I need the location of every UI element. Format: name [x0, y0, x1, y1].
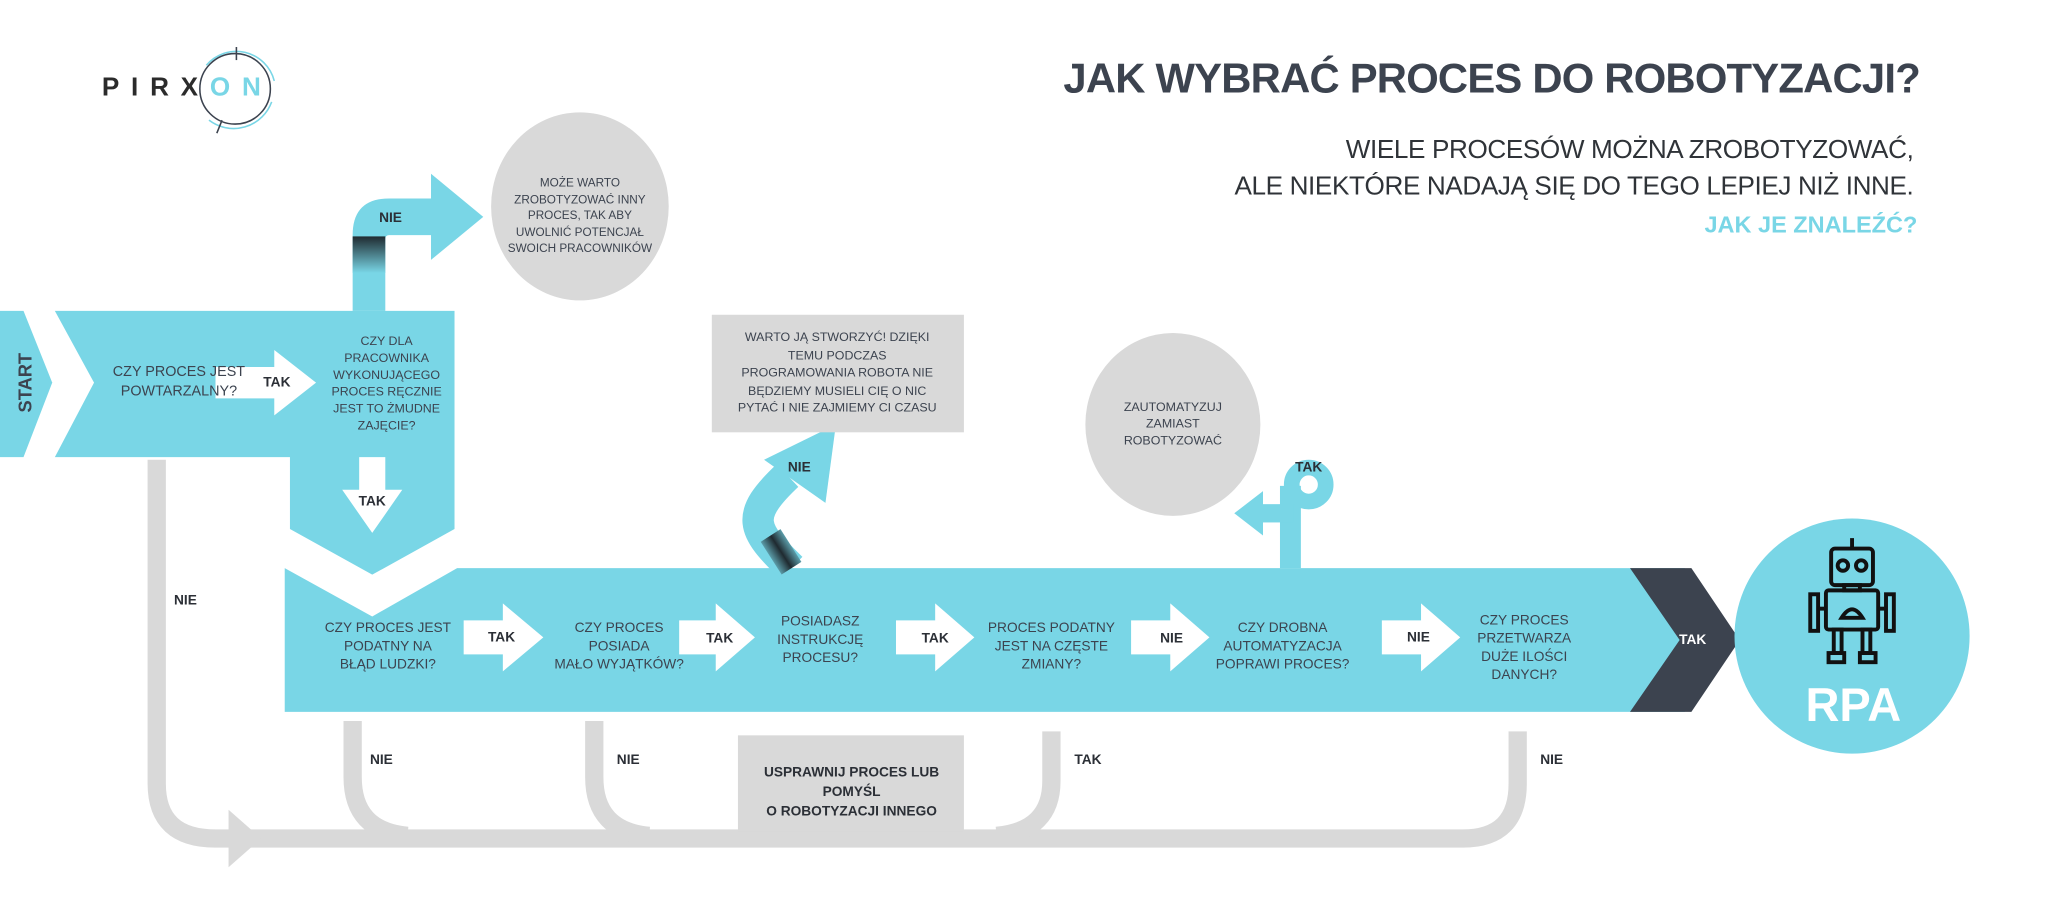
subtitle-line-1: WIELE PROCESÓW MOŻNA ZROBOTYZOWAĆ, — [1345, 135, 1914, 165]
label-nie-return-8: NIE — [1540, 752, 1564, 768]
stage-1-box — [54, 310, 455, 575]
label-tak-return-6: TAK — [1074, 752, 1102, 768]
label-nie-6: NIE — [1160, 630, 1184, 647]
question-human-error: CZY PROCES JEST PODATNY NA BŁĄD LUDZKI? — [324, 620, 452, 673]
logo-text: PIRX — [101, 73, 210, 102]
curved-arrow-shadow — [760, 529, 802, 575]
stage-2-band — [284, 568, 1685, 712]
subtitle-line-2: ALE NIEKTÓRE NADAJĄ SIĘ DO TEGO LEPIEJ N… — [1234, 172, 1914, 202]
logo-text-accent: ON — [209, 73, 273, 102]
automate-circle — [1085, 333, 1261, 516]
label-tak-4: TAK — [706, 630, 734, 647]
instruction-box — [711, 314, 964, 433]
subtitle-cta: JAK JE ZNALEŹĆ? — [1704, 211, 1918, 238]
question-instruction: POSIADASZ INSTRUKCJĘ PROCESU? — [777, 613, 864, 667]
question-small-automation: CZY DROBNA AUTOMATYZACJA POPRAWI PROCES? — [1215, 620, 1350, 673]
arrow-5 — [895, 603, 975, 672]
return-arrowhead-icon — [228, 809, 262, 868]
tak-loop-arrow — [1234, 459, 1334, 569]
label-tak-1: TAK — [263, 374, 291, 391]
tak-arrow-1 — [215, 350, 317, 416]
rpa-circle — [1734, 518, 1970, 754]
start-label: START — [14, 352, 36, 413]
logo-mark — [199, 47, 276, 134]
label-nie-7: NIE — [1406, 629, 1430, 646]
return-lines — [147, 459, 1527, 848]
question-few-exceptions: CZY PROCES POSIADA MAŁO WYJĄTKÓW? — [554, 620, 684, 673]
pirxon-logo[interactable]: PIRXON — [102, 73, 273, 103]
label-tak-2: TAK — [358, 493, 386, 510]
page-title: JAK WYBRAĆ PROCES DO ROBOTYZACJI? — [1063, 54, 1920, 102]
question-large-data: CZY PROCES PRZETWARZA DUŻE ILOŚCI DANYCH… — [1477, 612, 1572, 684]
label-nie-2: NIE — [379, 210, 402, 226]
label-nie-return-1: NIE — [174, 592, 197, 609]
question-frequent-changes: PROCES PODATNY JEST NA CZĘSTE ZMIANY? — [987, 620, 1115, 673]
label-tak-3: TAK — [487, 629, 516, 646]
outcome-create-instruction: WARTO JĄ STWORZYĆ! DZIĘKI TEMU PODCZAS P… — [737, 330, 937, 416]
nie-arrow-up — [352, 173, 484, 311]
label-nie-return-4: NIE — [616, 752, 640, 768]
rpa-label: RPA — [1805, 677, 1902, 732]
question-repetitive: CZY PROCES JEST POWTARZALNY? — [112, 364, 246, 400]
robot-icon — [1808, 538, 1896, 665]
improve-box — [737, 735, 964, 832]
nie-arrow-shadow — [352, 236, 386, 273]
outcome-automate: ZAUTOMATYZUJ ZAMIAST ROBOTYZOWAĆ — [1123, 400, 1222, 449]
tak-arrow-down — [342, 457, 403, 533]
arrow-4 — [679, 603, 755, 672]
label-nie-5: NIE — [787, 459, 811, 476]
label-nie-return-3: NIE — [369, 752, 393, 768]
curved-arrowhead-icon — [764, 424, 836, 503]
question-tedious: CZY DLA PRACOWNIKA WYKONUJĄCEGO PROCES R… — [331, 334, 442, 434]
outcome-improve: USPRAWNIJ PROCES LUB POMYŚL O ROBOTYZACJ… — [763, 764, 940, 820]
other-process-circle — [491, 112, 669, 301]
final-chevron — [1630, 568, 1740, 712]
outcome-other-process: MOŻE WARTO ZROBOTYZOWAĆ INNY PROCES, TAK… — [507, 175, 653, 255]
label-tak-5: TAK — [921, 630, 949, 647]
start-chevron — [0, 310, 53, 458]
arrow-3 — [463, 603, 544, 672]
label-tak-7: TAK — [1295, 459, 1323, 476]
arrow-7 — [1381, 603, 1461, 672]
label-tak-8: TAK — [1679, 632, 1707, 648]
